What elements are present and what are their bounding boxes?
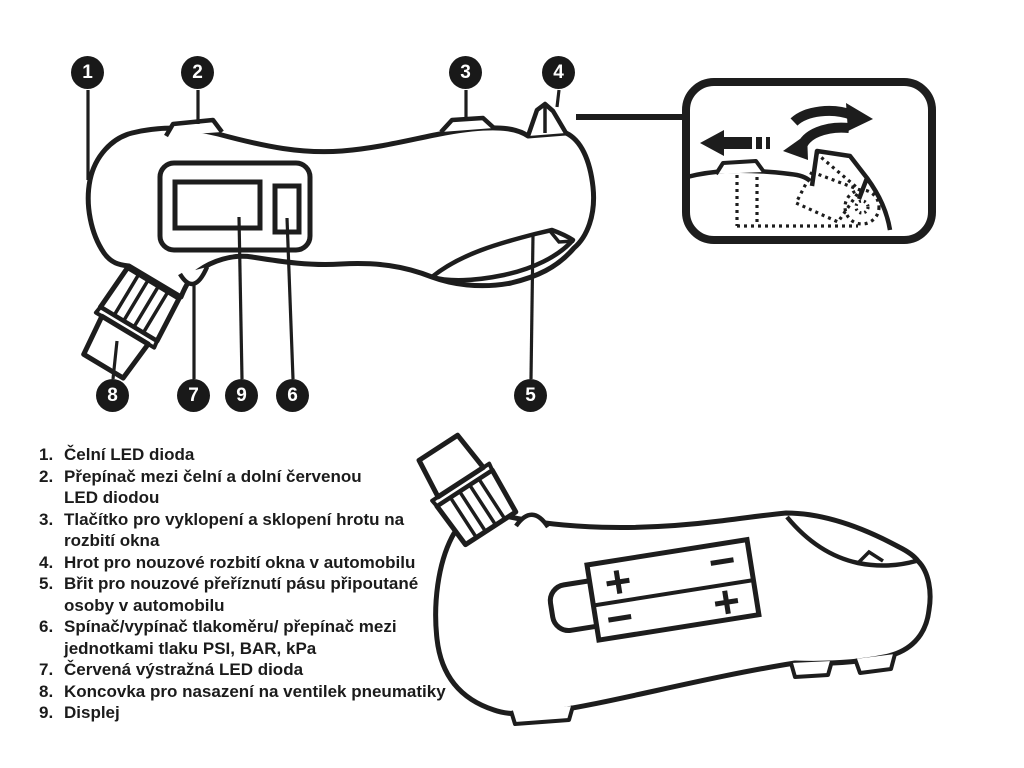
leader-lines: [86, 89, 561, 380]
leader-6: [285, 217, 295, 380]
warning-led-bump: [178, 266, 210, 287]
legend-text: Červená výstražná LED dioda: [64, 660, 304, 679]
inset-tip-up: [809, 148, 870, 200]
inset-stowed-tip: [793, 151, 863, 225]
foot-right-b: [853, 653, 897, 675]
belt-cutter-notch-bottom: [856, 549, 884, 565]
callout-1: 1: [71, 56, 104, 89]
led-switch-bump: [164, 117, 224, 138]
nozzle-cap-bottom: [416, 432, 486, 500]
leader-9: [237, 216, 244, 380]
legend-number: 5.: [39, 574, 54, 593]
legend-item-7: 7. Červená výstražná LED dioda: [39, 659, 479, 681]
legend-text: Čelní LED dioda: [64, 445, 195, 464]
inset-pivot-center: [854, 199, 870, 215]
legend-number: 1.: [39, 445, 54, 464]
legend-text: Displej: [64, 703, 120, 722]
callout-2: 2: [181, 56, 214, 89]
foot-right-a: [789, 660, 834, 679]
leader-8: [111, 340, 119, 380]
legend-number: 4.: [39, 552, 54, 572]
legend-item-1: 1. Čelní LED dioda: [39, 444, 479, 466]
valve-nozzle-bottom: [416, 432, 519, 548]
belt-cutter-notch: [548, 229, 575, 244]
inset-button-bump: [714, 159, 766, 176]
legend-item-4: 4. Hrot pro nouzové rozbití okna v autom…: [39, 552, 479, 574]
battery-divider: [593, 578, 754, 608]
belt-cutter-recess-bottom: [785, 515, 917, 568]
slide-arrow-dash2: [766, 137, 770, 149]
rotate-arrow-top: [790, 105, 854, 126]
device-bottom-view: + − − +: [416, 432, 933, 726]
legend-item-3: 3. Tlačítko pro vyklopení a sklopení hro…: [39, 509, 479, 552]
callout-9: 9: [225, 379, 258, 412]
warning-led-bump-bottom: [514, 512, 550, 529]
slide-arrow-icon: [700, 130, 752, 156]
legend-number: 7.: [39, 660, 54, 679]
legend-text: Břit pro nouzové přeříznutí pásu připout…: [64, 574, 419, 615]
legend-item-5: 5. Břit pro nouzové přeříznutí pásu přip…: [39, 573, 479, 616]
legend-text: Hrot pro nouzové rozbití okna v automobi…: [64, 552, 416, 572]
leader-5: [529, 234, 535, 380]
legend-text: Tlačítko pro vyklopení a sklopení hrotu …: [64, 509, 405, 551]
rotate-arrow-top-head: [846, 103, 873, 131]
battery-cover: [584, 536, 762, 643]
legend-number: 9.: [39, 703, 54, 722]
inset-tip-detail: [576, 78, 936, 244]
legend-item-9: 9. Displej: [39, 702, 479, 724]
callout-4: 4: [542, 56, 575, 89]
slide-arrow-dash1: [756, 137, 762, 149]
inset-stowed-outline: [735, 175, 858, 228]
inset-device-front: [865, 176, 893, 231]
callout-8: 8: [96, 379, 129, 412]
nozzle-ribs-bottom: [449, 479, 506, 537]
glass-break-tip: [525, 101, 568, 137]
legend-text: Přepínač mezi čelní a dolní červenou LED…: [64, 466, 362, 508]
callout-6: 6: [276, 379, 309, 412]
callout-3: 3: [449, 56, 482, 89]
legend-text: Spínač/vypínač tlakoměru/ přepínač mezi …: [64, 617, 397, 658]
display-screen: [172, 179, 263, 231]
inset-frame: [682, 78, 936, 244]
legend-item-6: 6. Spínač/vypínač tlakoměru/ přepínač me…: [39, 616, 479, 659]
leader-4: [555, 89, 561, 108]
inset-pivot-circle: [843, 188, 881, 226]
callout-5: 5: [514, 379, 547, 412]
nozzle-ribs: [113, 275, 169, 333]
legend-number: 8.: [39, 681, 54, 701]
legend-text: Koncovka pro nasazení na ventilek pneuma…: [64, 681, 446, 701]
foot-left: [509, 705, 575, 726]
legend-number: 3.: [39, 509, 54, 529]
legend-number: 6.: [39, 617, 54, 636]
rotate-arrow-bottom-head: [783, 134, 808, 160]
device-side-view: [81, 101, 597, 381]
legend-number: 2.: [39, 466, 54, 486]
battery-compartment: + − − +: [547, 533, 762, 645]
legend-item-2: 2. Přepínač mezi čelní a dolní červenou …: [39, 466, 479, 509]
legend: 1. Čelní LED dioda 2. Přepínač mezi čeln…: [39, 444, 479, 724]
inset-device-edge: [686, 168, 812, 183]
callout-7: 7: [177, 379, 210, 412]
legend-item-8: 8. Koncovka pro nasazení na ventilek pne…: [39, 681, 479, 703]
